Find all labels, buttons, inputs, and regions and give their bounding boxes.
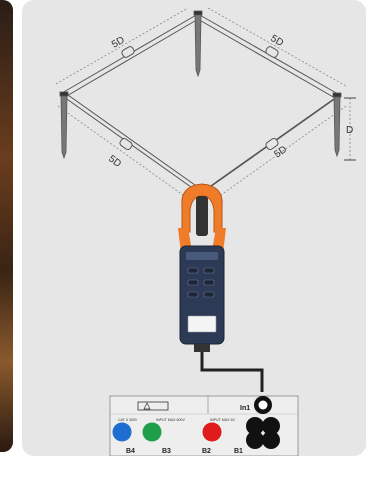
distance-label-bottom-left: 5D	[106, 153, 123, 169]
terminal-b4	[113, 423, 132, 442]
terminal-label-b2: B2	[202, 448, 211, 455]
tester-warning-text: CAT II 300V	[118, 418, 138, 422]
distance-label-top-left: 5D	[110, 35, 127, 51]
stake-left	[60, 92, 68, 158]
meter-display	[188, 316, 216, 332]
stake-top	[194, 11, 202, 76]
earth-test-diagram: 5D 5D 5D 5D D	[22, 0, 366, 456]
diagram-panel: 5D 5D 5D 5D D	[22, 0, 366, 456]
depth-label: D	[346, 125, 353, 136]
terminal-b3	[143, 423, 162, 442]
dimension-lines	[56, 8, 350, 200]
stake-right	[333, 93, 341, 156]
port-label-in1: In1	[240, 405, 250, 412]
earth-tester: CAT II 300V INPUT MAX 600V INPUT MAX 5V …	[110, 396, 298, 456]
clamp-meter	[178, 184, 226, 352]
terminal-label-b1: B1	[234, 448, 243, 455]
terminal-b2	[203, 423, 222, 442]
tester-input-text-left: INPUT MAX 600V	[156, 418, 185, 422]
tester-input-text-right: INPUT MAX 5V	[210, 418, 235, 422]
terminal-label-b3: B3	[162, 448, 171, 455]
ground-stakes	[60, 11, 341, 202]
terminal-label-b4: B4	[126, 448, 135, 455]
test-cable	[202, 352, 262, 392]
left-photo-strip	[0, 0, 13, 452]
